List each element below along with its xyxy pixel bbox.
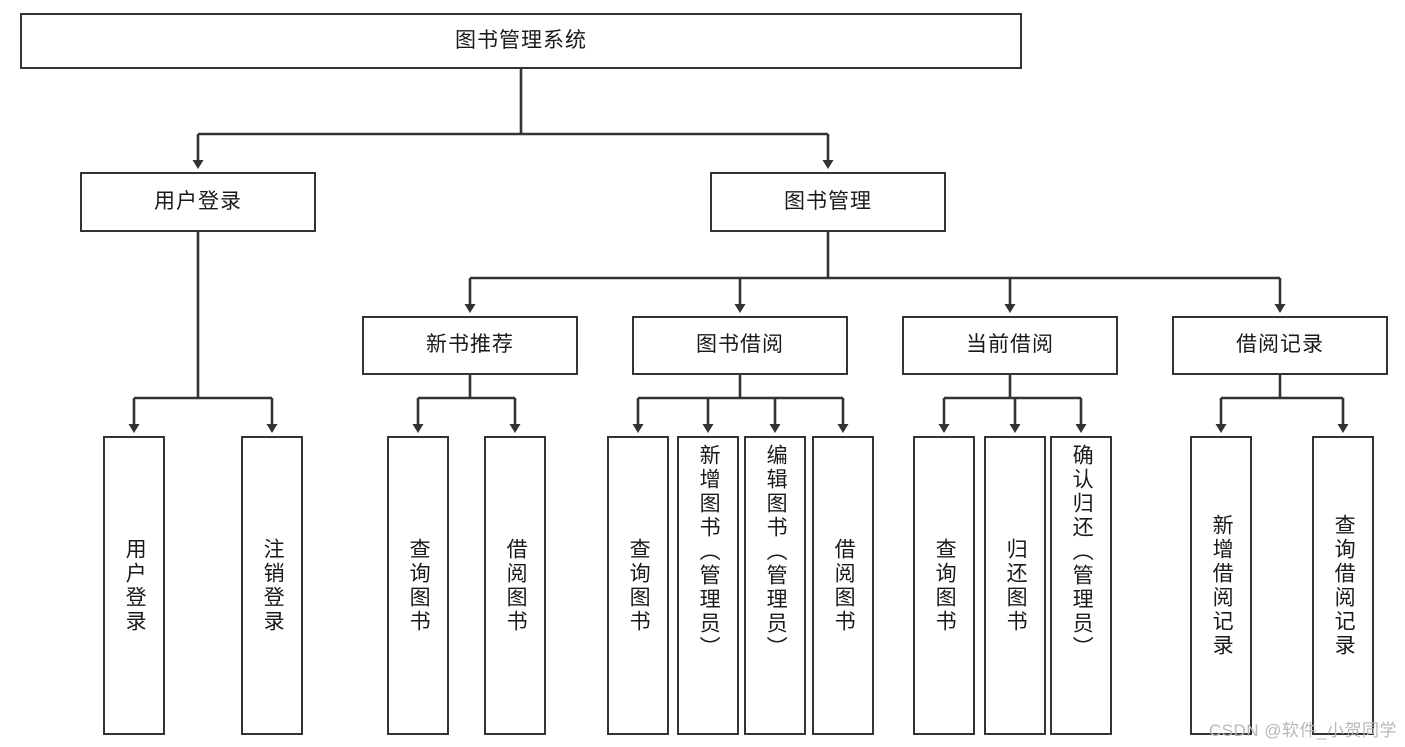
node-label: 借阅图书 — [832, 537, 856, 634]
node-leaf-add-record[interactable]: 新增借阅记录 — [1190, 436, 1252, 735]
node-label: 借阅记录 — [1236, 333, 1324, 357]
node-leaf-borrow-book-1[interactable]: 借阅图书 — [484, 436, 546, 735]
node-leaf-user-login[interactable]: 用户登录 — [103, 436, 165, 735]
node-label: 新书推荐 — [426, 333, 514, 357]
node-label: 编辑图书（管理员） — [764, 444, 788, 660]
node-label: 用户登录 — [154, 189, 242, 213]
node-current-borrow[interactable]: 当前借阅 — [902, 316, 1118, 375]
node-book-manage[interactable]: 图书管理 — [710, 172, 946, 232]
node-label: 新增图书（管理员） — [697, 444, 721, 660]
csdn-watermark: CSDN @软件_小贺同学 — [1208, 721, 1397, 740]
node-label: 图书管理系统 — [455, 28, 587, 52]
node-label: 当前借阅 — [966, 333, 1054, 357]
node-label: 注销登录 — [261, 537, 285, 634]
node-label: 用户登录 — [123, 537, 147, 634]
node-leaf-query-record[interactable]: 查询借阅记录 — [1312, 436, 1374, 735]
node-book-borrow[interactable]: 图书借阅 — [632, 316, 848, 375]
node-borrow-record[interactable]: 借阅记录 — [1172, 316, 1388, 375]
node-leaf-query-book-2[interactable]: 查询图书 — [607, 436, 669, 735]
node-leaf-logout[interactable]: 注销登录 — [241, 436, 303, 735]
node-label: 查询图书 — [407, 537, 431, 634]
node-leaf-confirm-return[interactable]: 确认归还（管理员） — [1050, 436, 1112, 735]
node-label: 图书借阅 — [696, 333, 784, 357]
node-new-book-recommend[interactable]: 新书推荐 — [362, 316, 578, 375]
node-leaf-query-book-1[interactable]: 查询图书 — [387, 436, 449, 735]
node-label: 归还图书 — [1004, 537, 1028, 634]
node-label: 查询图书 — [933, 537, 957, 634]
node-leaf-borrow-book-2[interactable]: 借阅图书 — [812, 436, 874, 735]
node-label: 图书管理 — [784, 189, 872, 213]
node-label: 新增借阅记录 — [1210, 513, 1234, 658]
node-leaf-edit-book[interactable]: 编辑图书（管理员） — [744, 436, 806, 735]
node-label: 确认归还（管理员） — [1070, 444, 1094, 660]
node-leaf-add-book[interactable]: 新增图书（管理员） — [677, 436, 739, 735]
node-label: 借阅图书 — [504, 537, 528, 634]
node-label: 查询图书 — [627, 537, 651, 634]
node-leaf-query-book-3[interactable]: 查询图书 — [913, 436, 975, 735]
node-root[interactable]: 图书管理系统 — [20, 13, 1022, 69]
node-leaf-return-book[interactable]: 归还图书 — [984, 436, 1046, 735]
node-user-login[interactable]: 用户登录 — [80, 172, 316, 232]
node-label: 查询借阅记录 — [1332, 513, 1356, 658]
